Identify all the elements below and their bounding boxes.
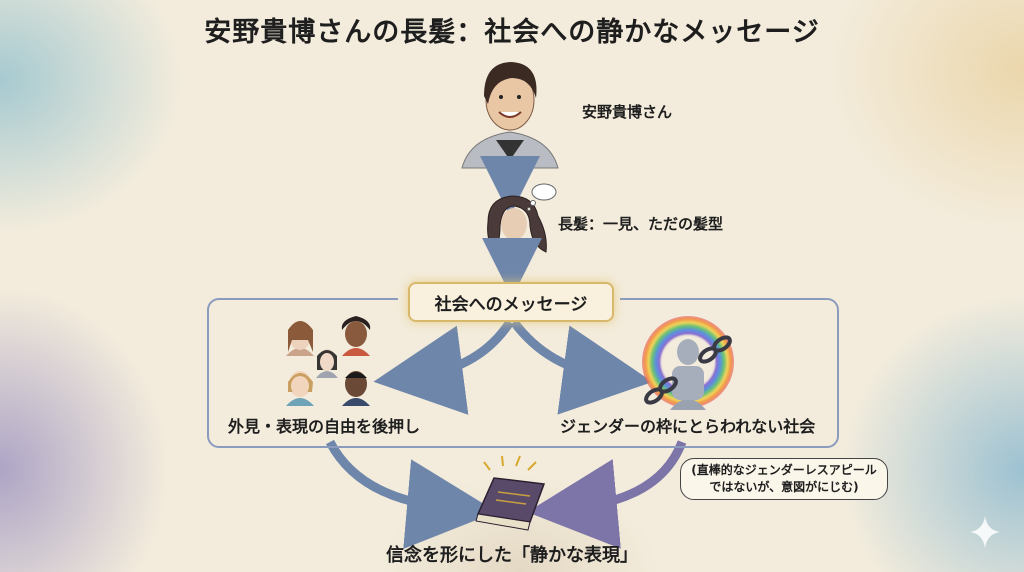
long-hair-icon (487, 195, 547, 253)
hair-label: 長髪：一見、ただの髪型 (558, 215, 724, 233)
thought-bubble-icon (527, 183, 557, 211)
diverse-people-icon (286, 316, 371, 406)
page-title: 安野貴博さんの長髪：社会への静かなメッセージ (204, 17, 820, 48)
message-box: 社会へのメッセージ (408, 282, 614, 322)
note-line-1: (直棒的なジェンダーレスアピール (691, 463, 877, 477)
conclusion-label: 信念を形にした「静かな表現」 (386, 545, 638, 566)
note-line-2: ではないが、意図がにじむ) (709, 480, 859, 494)
note-bubble: (直棒的なジェンダーレスアピール ではないが、意図がにじむ) (680, 458, 888, 500)
left-branch-label: 外見・表現の自由を後押し (228, 417, 421, 436)
book-icon (475, 455, 546, 531)
sparkle-icon (970, 516, 1000, 548)
person-portrait-icon (461, 62, 559, 169)
person-label: 安野貴博さん (582, 103, 673, 121)
broken-chain-rainbow-icon (642, 316, 734, 410)
right-branch-label: ジェンダーの枠にとらわれない社会 (560, 417, 816, 436)
